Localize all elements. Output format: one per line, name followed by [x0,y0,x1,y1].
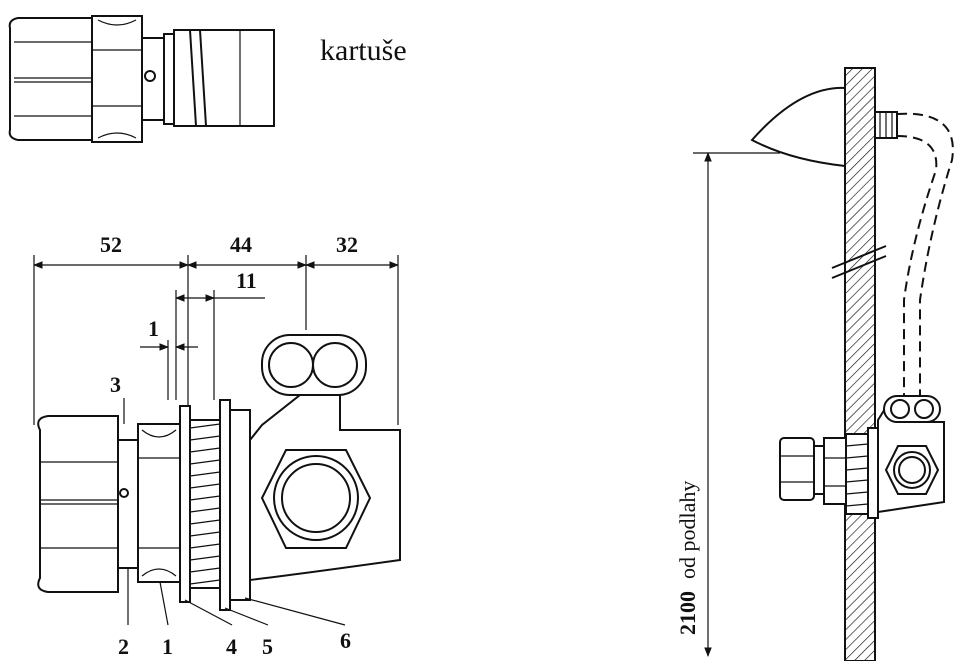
mounting-height-value: 2100 [675,591,700,635]
callout-1: 1 [162,634,173,659]
callout-6: 6 [340,628,351,653]
wall-mounting-drawing [693,67,954,661]
cartridge-drawing [8,15,275,143]
dimension-1: 1 [148,316,159,341]
wall-hatched [844,67,876,661]
callout-5: 5 [262,634,273,659]
cartridge-caption: kartuše [320,34,407,67]
dimension-32: 32 [336,232,358,257]
dimension-11: 11 [236,268,257,293]
mounting-height-label: 2100 od podlahy [675,481,700,635]
dimension-44: 44 [230,232,252,257]
valve-dimensioned-drawing [33,255,401,626]
callout-2: 2 [118,634,129,659]
mounting-height-text: od podlahy [675,481,700,579]
thread-lines [189,423,221,585]
callout-3: 3 [110,372,121,397]
callout-4: 4 [226,634,237,659]
dimension-52: 52 [100,232,122,257]
